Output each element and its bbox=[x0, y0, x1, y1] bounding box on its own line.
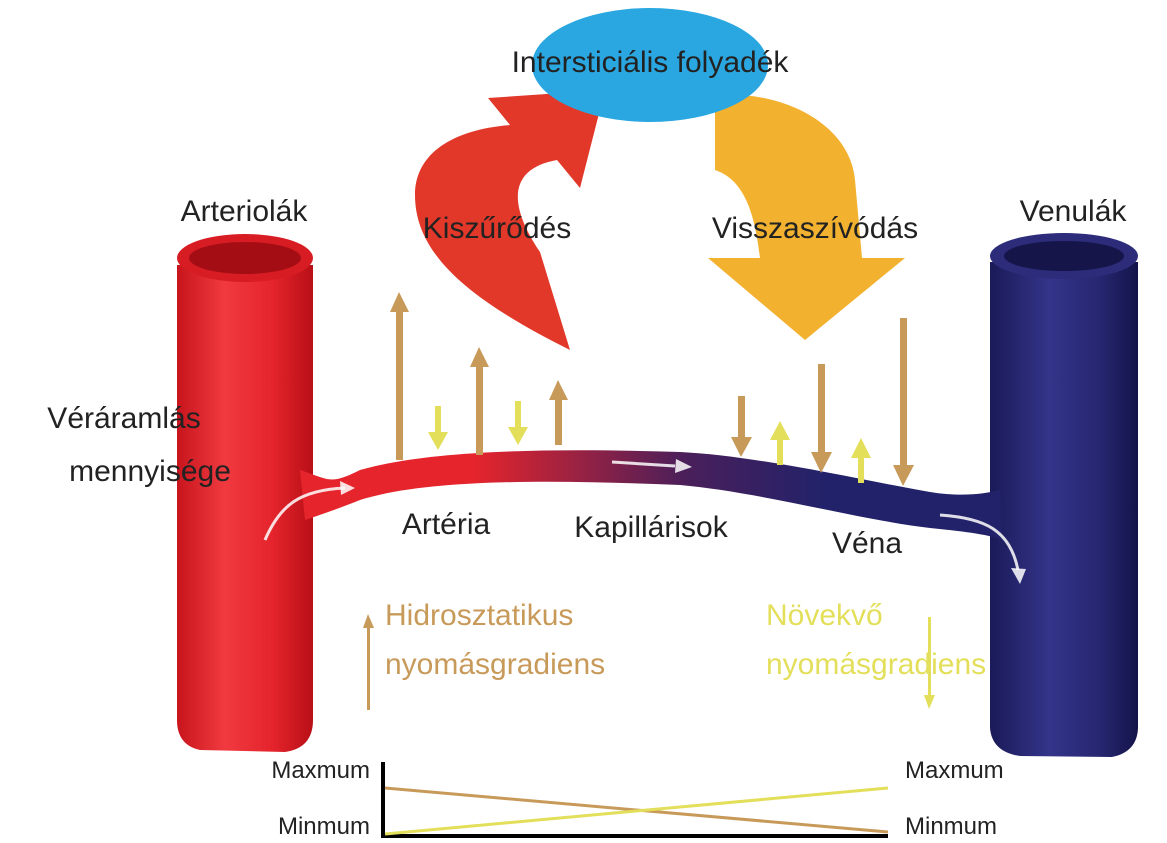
hydrostatic-label-line2: nyomásgradiens bbox=[385, 650, 605, 680]
hydrostatic-legend-arrow bbox=[363, 614, 374, 710]
gradient-plot bbox=[381, 762, 888, 838]
arterioles-label: Arteriolák bbox=[181, 197, 308, 227]
capillaries-label: Kapillárisok bbox=[574, 513, 727, 543]
reabsorption-label: Visszaszívódás bbox=[712, 214, 918, 244]
vein-label: Véna bbox=[832, 529, 902, 559]
interstitial-fluid-label: Intersticiális folyadék bbox=[512, 48, 789, 78]
plot-max-label-right: Maxmum bbox=[905, 759, 1004, 783]
filtration-label: Kiszűrődés bbox=[423, 214, 571, 244]
hydrostatic-up-arrow bbox=[470, 347, 489, 455]
arteriole-vessel bbox=[177, 234, 313, 752]
hydrostatic-label-line1: Hidrosztatikus bbox=[385, 601, 573, 631]
blood-flow-label-line2: mennyisége bbox=[69, 457, 231, 487]
blood-flow-label-line1: Véráramlás bbox=[47, 404, 200, 434]
increasing-label-line1: Növekvő bbox=[766, 601, 883, 631]
oncotic-up-arrow bbox=[770, 421, 790, 465]
artery-label: Artéria bbox=[402, 510, 490, 540]
plot-max-label-left: Maxmum bbox=[271, 759, 370, 783]
increasing-label-line2: nyomásgradiens bbox=[766, 650, 986, 680]
hydrostatic-up-arrow bbox=[390, 292, 409, 460]
hydrostatic-down-arrow bbox=[811, 364, 832, 473]
hydrostatic-up-arrow bbox=[549, 380, 568, 445]
venule-vessel bbox=[990, 233, 1138, 757]
oncotic-down-arrow bbox=[428, 406, 448, 450]
venules-label: Venulák bbox=[1020, 197, 1127, 227]
hydrostatic-down-arrow bbox=[893, 318, 914, 486]
oncotic-down-arrow bbox=[508, 401, 528, 445]
hydrostatic-down-arrow bbox=[731, 396, 752, 457]
oncotic-up-arrow bbox=[851, 438, 871, 483]
plot-min-label-right: Minmum bbox=[905, 815, 997, 839]
plot-min-label-left: Minmum bbox=[278, 815, 370, 839]
